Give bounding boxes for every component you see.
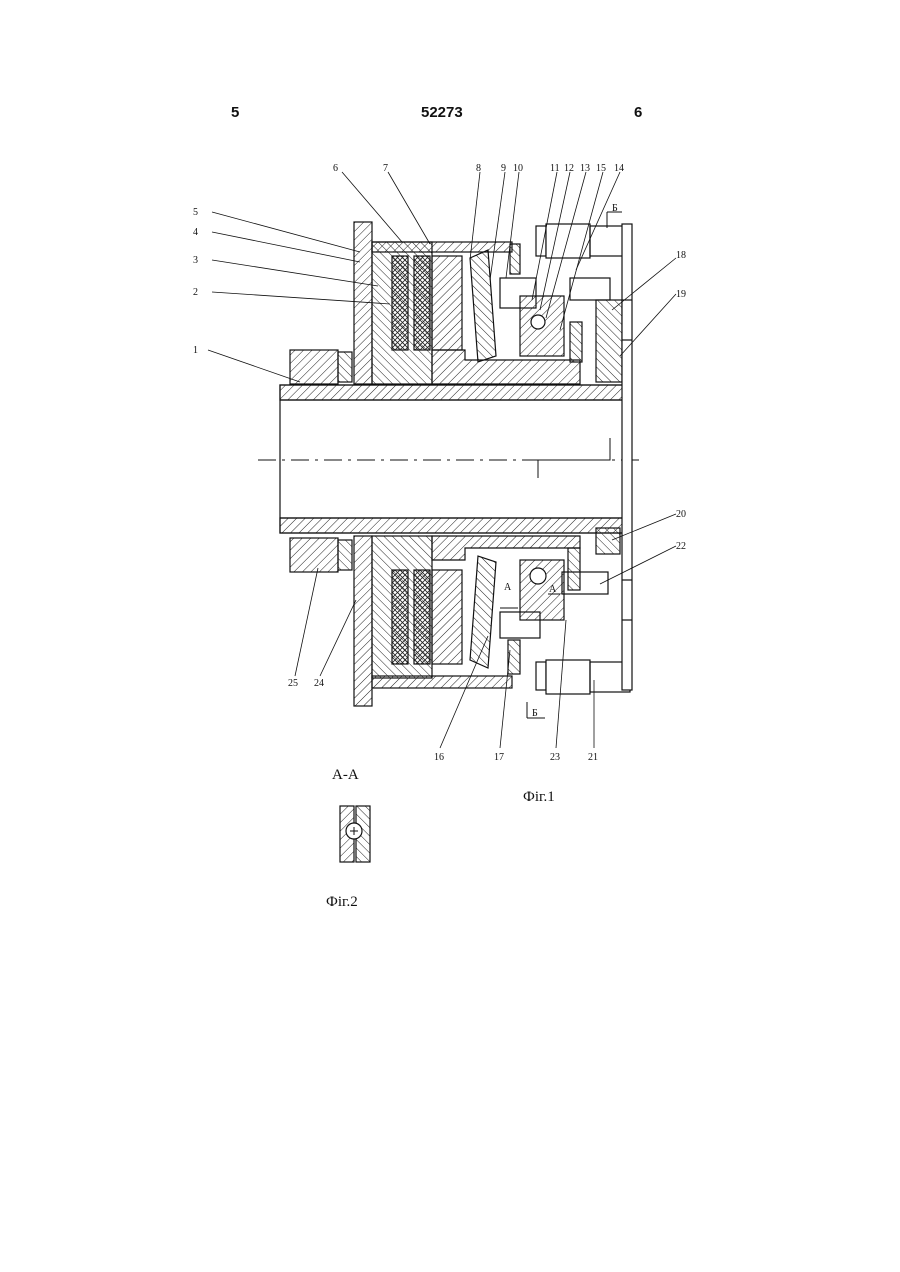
label-3: 3 [193,255,198,266]
label-23: 23 [550,752,560,763]
label-20: 20 [676,509,686,520]
label-9: 9 [501,163,506,174]
figure-2-section-title: А-А [332,767,359,783]
label-15: 15 [596,163,606,174]
label-2: 2 [193,287,198,298]
label-13: 13 [580,163,590,174]
label-17: 17 [494,752,504,763]
section-mark-b-top: Б [612,203,618,214]
label-19: 19 [676,289,686,300]
section-mark-a-left: А [504,582,512,593]
label-18: 18 [676,250,686,261]
label-11: 11 [550,163,560,174]
label-22: 22 [676,541,686,552]
label-6: 6 [333,163,338,174]
label-24: 24 [314,678,324,689]
label-10: 10 [513,163,523,174]
label-14: 14 [614,163,624,174]
section-mark-a-right: А [549,584,557,595]
figure-1-drawing [208,172,676,748]
label-21: 21 [588,752,598,763]
label-12: 12 [564,163,574,174]
label-5: 5 [193,207,198,218]
figure-1-caption: Фіг.1 [523,789,555,805]
figure-2-caption: Фіг.2 [326,894,358,910]
section-mark-b-bottom: Б [532,708,538,719]
label-1: 1 [193,345,198,356]
figure-2-drawing [340,806,370,862]
label-8: 8 [476,163,481,174]
label-25: 25 [288,678,298,689]
label-16: 16 [434,752,444,763]
label-7: 7 [383,163,388,174]
label-4: 4 [193,227,198,238]
